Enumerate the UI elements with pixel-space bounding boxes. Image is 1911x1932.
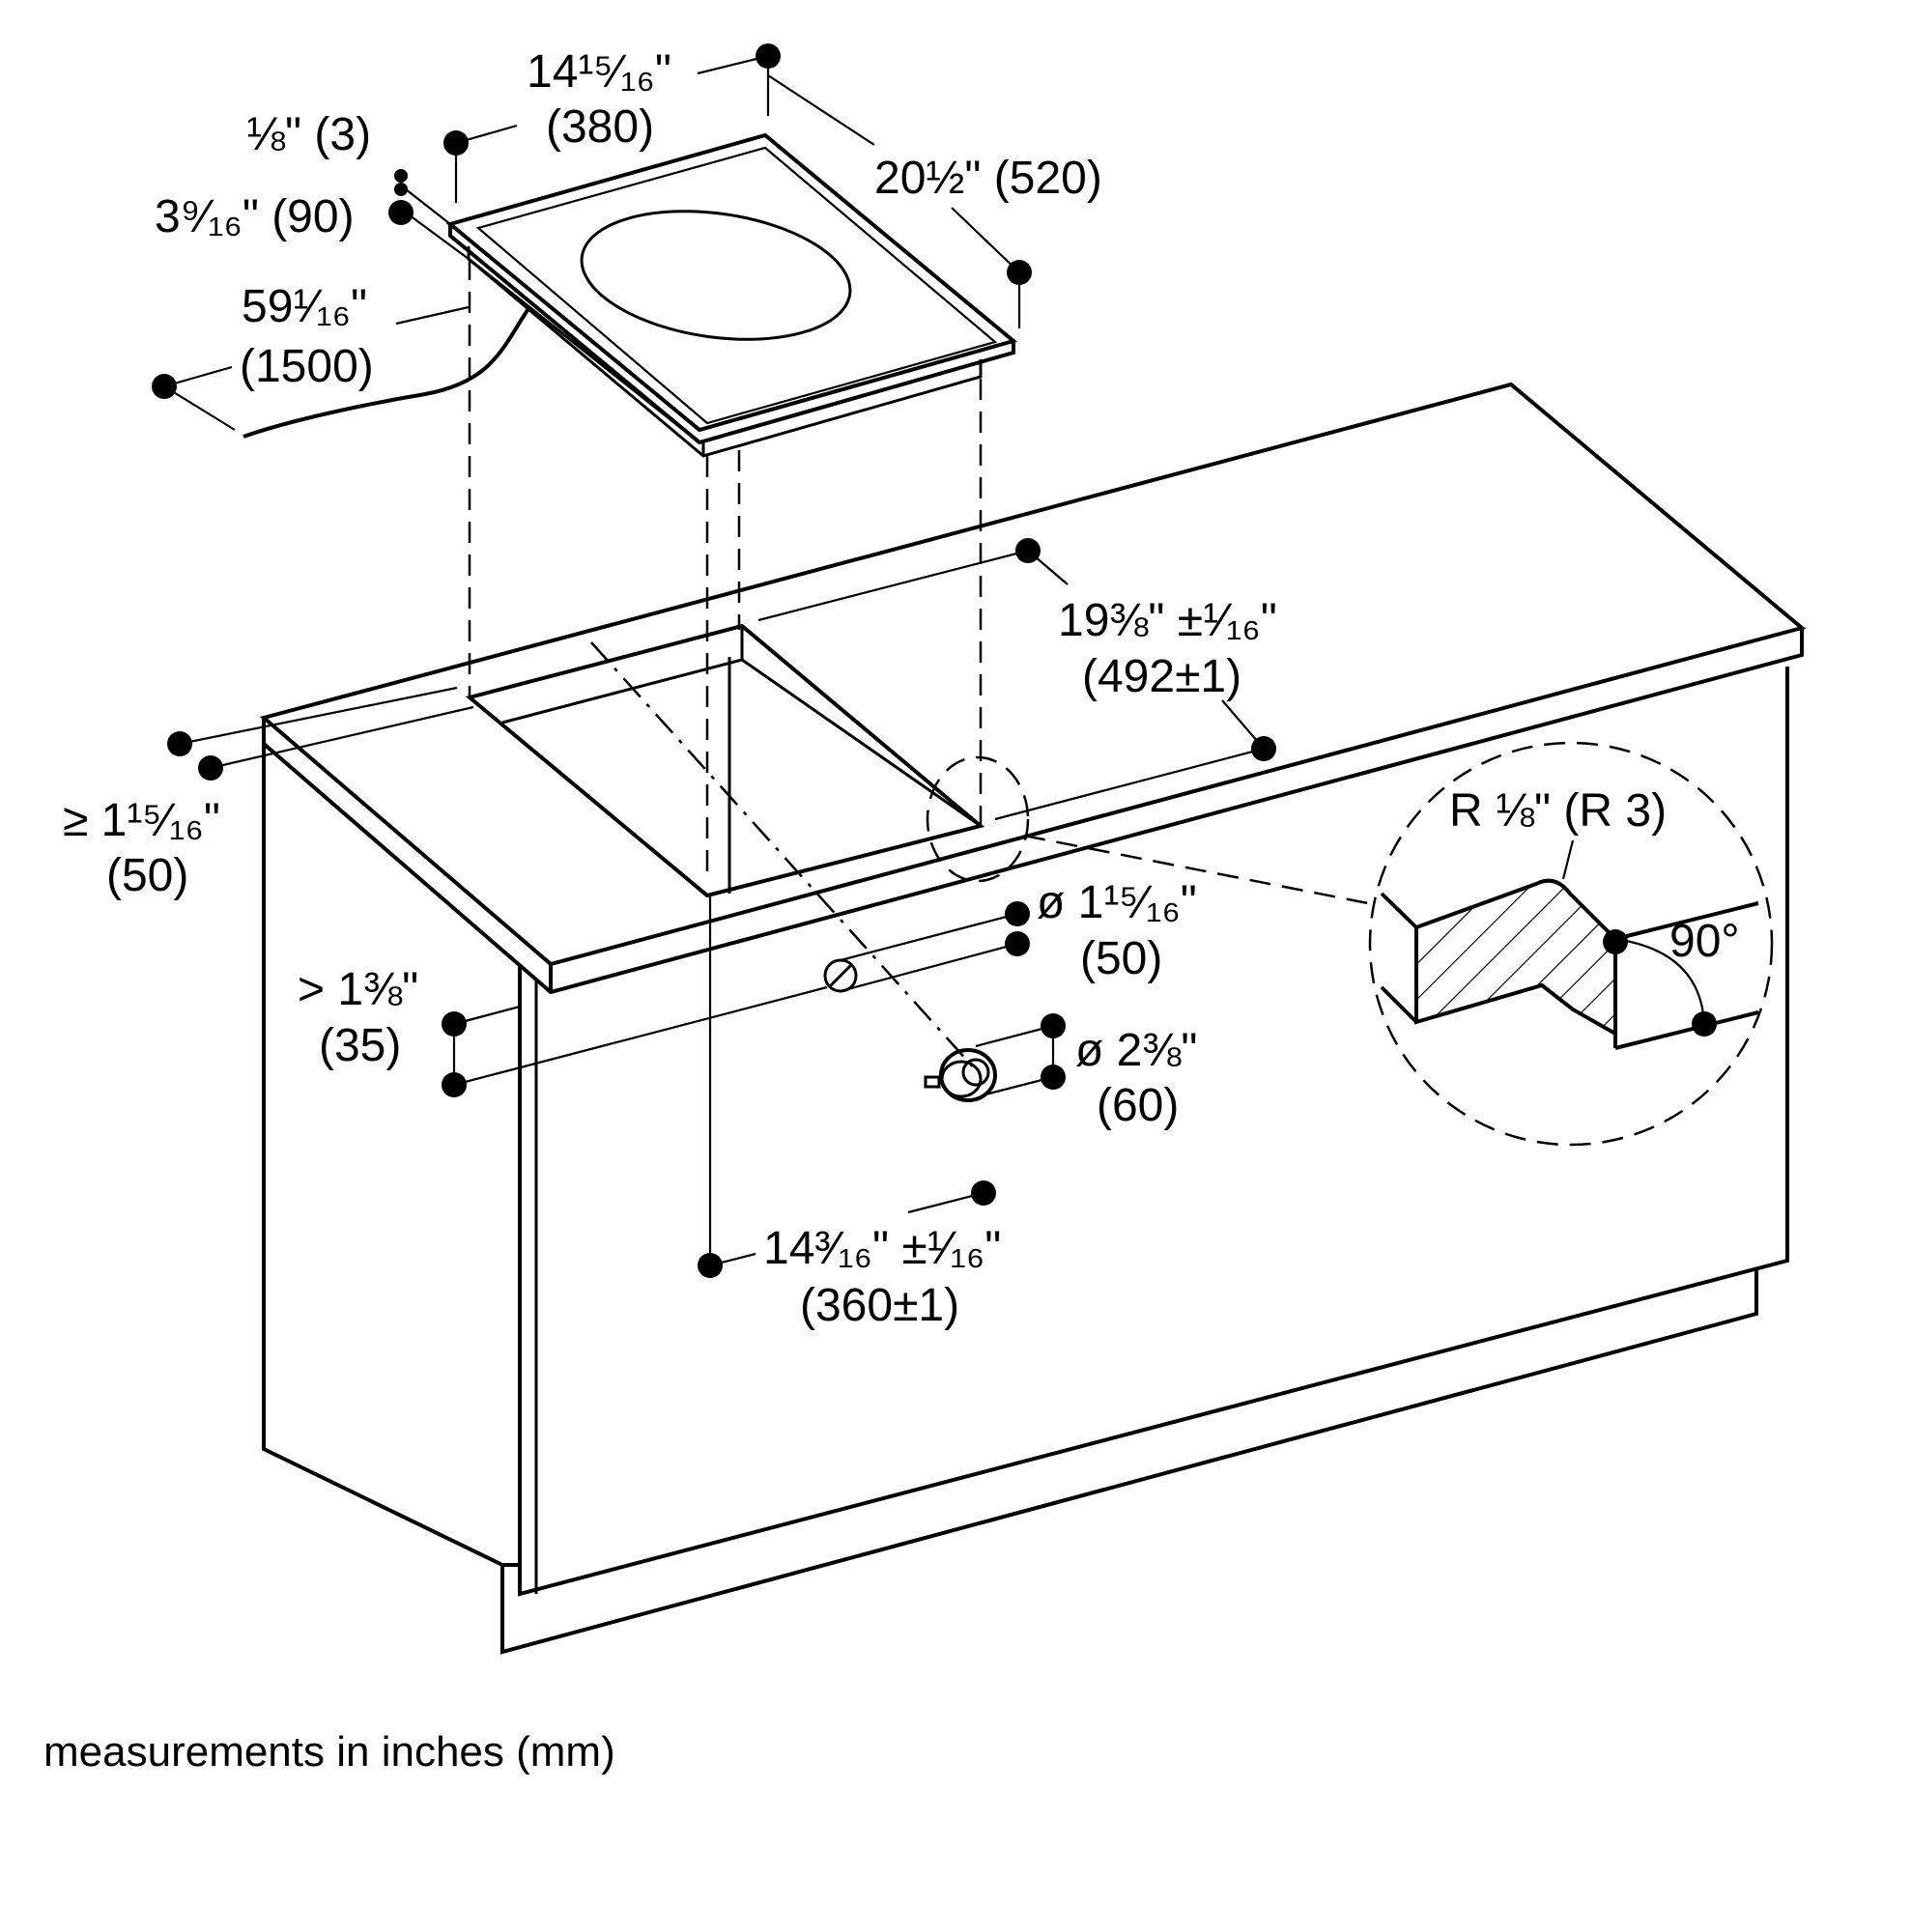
label-detail-angle: 90°: [1669, 916, 1740, 967]
cooking-zone: [580, 210, 852, 341]
label-cutout-depth-mm: (492±1): [1082, 651, 1241, 702]
label-knob-diameter: ø 2⅜": [1075, 1025, 1197, 1076]
dimension-labels: 14¹⁵⁄₁₆" (380) 20½" (520) ⅛" (3) 3⁹⁄₁₆" …: [63, 46, 1740, 1331]
label-panel-thickness-mm: (35): [319, 1020, 401, 1071]
label-knob-diameter-mm: (60): [1097, 1080, 1179, 1131]
label-cutout-width: 14³⁄₁₆" ±¹⁄₁₆": [763, 1223, 1001, 1274]
label-detail-radius: R ⅛" (R 3): [1449, 785, 1667, 837]
label-hole-diameter-mm: (50): [1080, 933, 1162, 984]
label-cord-length: 59¹⁄₁₆": [242, 281, 367, 332]
cooktop-appliance: [242, 132, 1018, 458]
cable-hole: [823, 958, 858, 993]
label-countertop-min-mm: (50): [106, 850, 188, 901]
label-countertop-min: ≥ 1¹⁵⁄₁₆": [63, 795, 220, 846]
label-frame-thickness: ⅛" (3): [246, 109, 371, 160]
cabinet-countertop: [259, 382, 1807, 1655]
dimension-leaders: [152, 43, 1276, 1278]
label-hole-diameter: ø 1¹⁵⁄₁₆": [1037, 877, 1197, 928]
label-cutout-depth: 19⅜" ±¹⁄₁₆": [1058, 595, 1277, 646]
label-width-top-mm: (380): [546, 101, 654, 153]
label-depth-top: 20½" (520): [874, 153, 1102, 204]
label-width-top: 14¹⁵⁄₁₆": [527, 46, 671, 98]
footer-note: measurements in inches (mm): [43, 1728, 615, 1776]
label-appliance-height: 3⁹⁄₁₆" (90): [155, 191, 355, 242]
label-cord-length-mm: (1500): [240, 341, 374, 392]
power-cord: [242, 305, 531, 439]
projection-lines: [468, 259, 983, 874]
label-panel-thickness: > 1⅜": [298, 964, 418, 1015]
detail-leader: [1023, 834, 1379, 907]
control-knob-icon: [924, 1048, 997, 1102]
label-cutout-width-mm: (360±1): [800, 1280, 959, 1331]
edge-detail: [1368, 741, 1774, 1147]
